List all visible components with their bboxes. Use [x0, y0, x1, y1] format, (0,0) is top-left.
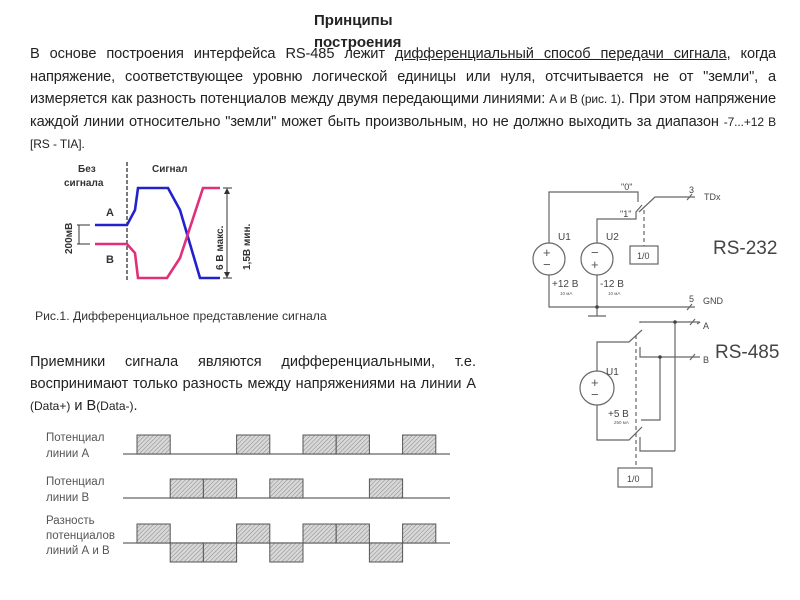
- figure-caption: Рис.1. Дифференциальное представление си…: [35, 309, 327, 323]
- svg-text:−: −: [591, 245, 599, 260]
- differential-method-term: дифференциальный способ передачи сигнала: [394, 46, 727, 62]
- label-max: 6 В макс.: [215, 225, 226, 270]
- intro-text: A и B (рис. 1): [549, 92, 621, 107]
- pulse-line-b: [202, 478, 238, 499]
- row-a-label-2: линии А: [46, 448, 90, 460]
- label-b: B: [106, 254, 114, 266]
- rs485-u1-current: 250 мА: [614, 420, 629, 425]
- intro-paragraph: В основе построения интерфейса RS-485 ле…: [30, 43, 776, 156]
- pulse-diff-positive: [136, 523, 171, 544]
- data-plus-label: (Data+): [30, 399, 71, 413]
- rs485-logic-block: 1/0: [627, 474, 640, 484]
- row-b-label-2: линии В: [46, 492, 90, 504]
- svg-text:+: +: [591, 375, 599, 390]
- pulse-diff-positive: [236, 523, 271, 544]
- rs232-logic-block: 1/0: [637, 251, 650, 261]
- svg-text:−: −: [543, 257, 551, 272]
- receivers-text: и В: [70, 398, 97, 414]
- rs232-u1-label: U1: [558, 232, 571, 243]
- pulse-diff-negative: [269, 542, 304, 563]
- svg-text:+: +: [543, 245, 551, 260]
- rs232-u2-voltage: -12 В: [600, 279, 624, 290]
- rs232-u2-label: U2: [606, 232, 619, 243]
- row-a-label-1: Потенциал: [46, 432, 104, 444]
- pulse-diff-positive: [402, 523, 437, 544]
- line-a-label: A: [703, 321, 709, 331]
- page-title: Принципы построения: [314, 12, 402, 51]
- line-b-label: B: [703, 355, 709, 365]
- pin-3-label: 3: [689, 185, 694, 195]
- pulse-line-a: [402, 434, 437, 455]
- pulse-diff-negative: [368, 542, 404, 563]
- row-diff-label-1: Разность: [46, 515, 95, 527]
- svg-text:−: −: [591, 387, 599, 402]
- tdx-label: TDx: [704, 192, 721, 202]
- gnd-label: GND: [703, 296, 724, 306]
- data-minus-label: (Data-): [96, 399, 134, 413]
- intro-text: -7...+12 В [RS - TIA].: [30, 114, 776, 152]
- signal-line-b: [95, 186, 220, 280]
- timing-diagram: Потенциал линии А Потенциал линии В Разн…: [46, 432, 450, 563]
- pulse-line-b: [368, 478, 404, 499]
- rs232-u2-current: 10 мА: [608, 291, 620, 296]
- rs485-u1-label: U1: [606, 367, 619, 378]
- pulse-diff-positive: [335, 523, 370, 544]
- intro-text: , когда напряжение, соответствующее уров…: [30, 46, 776, 108]
- receivers-text: .: [133, 398, 138, 414]
- pulse-diff-negative: [202, 542, 238, 563]
- label-signal: Сигнал: [152, 164, 188, 175]
- intro-text: . При этом напряжение каждой линии относ…: [30, 91, 776, 130]
- pulse-diff-positive: [302, 523, 337, 544]
- rs232-schematic: + − − + "0" "1" 1/0 U1 U2 +12 В -12 В 10…: [532, 182, 777, 317]
- label-200mv: 200мВ: [64, 223, 75, 254]
- receivers-paragraph: Приемники сигнала являются дифференциаль…: [30, 351, 476, 417]
- pulse-line-a: [136, 434, 171, 455]
- label-no-signal-2: сигнала: [64, 178, 104, 189]
- intro-text: В основе построения интерфейса RS-485 ле…: [30, 46, 395, 62]
- pulse-line-a: [302, 434, 337, 455]
- pulse-line-a: [335, 434, 370, 455]
- signal-line-a: [95, 186, 220, 280]
- pulse-line-a: [236, 434, 271, 455]
- rs232-u1-current: 10 мА: [560, 291, 572, 296]
- rs232-title: RS-232: [713, 238, 777, 259]
- rs485-title: RS-485: [715, 342, 779, 363]
- svg-text:+: +: [591, 257, 599, 272]
- label-min: 1,5В мин.: [242, 224, 253, 270]
- differential-signal-figure: Без сигнала Сигнал A B 200мВ 6 В макс. 1…: [64, 162, 253, 282]
- row-diff-label-3: линий А и В: [46, 545, 110, 557]
- pulse-line-b: [169, 478, 204, 499]
- state-0-label: "0": [621, 182, 632, 192]
- pin-5-label: 5: [689, 294, 694, 304]
- rs485-u1-voltage: +5 В: [608, 409, 629, 420]
- receivers-text: Приемники сигнала являются дифференциаль…: [30, 354, 476, 392]
- row-diff-label-2: потенциалов: [46, 530, 115, 542]
- state-1-label: "1": [620, 209, 631, 219]
- rs485-schematic: + − U1 +5 В 250 мА 1/0 A B RS-485: [579, 318, 779, 488]
- row-b-label-1: Потенциал: [46, 476, 104, 488]
- label-a: A: [106, 207, 114, 219]
- label-no-signal-1: Без: [78, 164, 96, 175]
- pulse-line-b: [269, 478, 304, 499]
- rs232-u1-voltage: +12 В: [552, 279, 579, 290]
- pulse-diff-negative: [169, 542, 204, 563]
